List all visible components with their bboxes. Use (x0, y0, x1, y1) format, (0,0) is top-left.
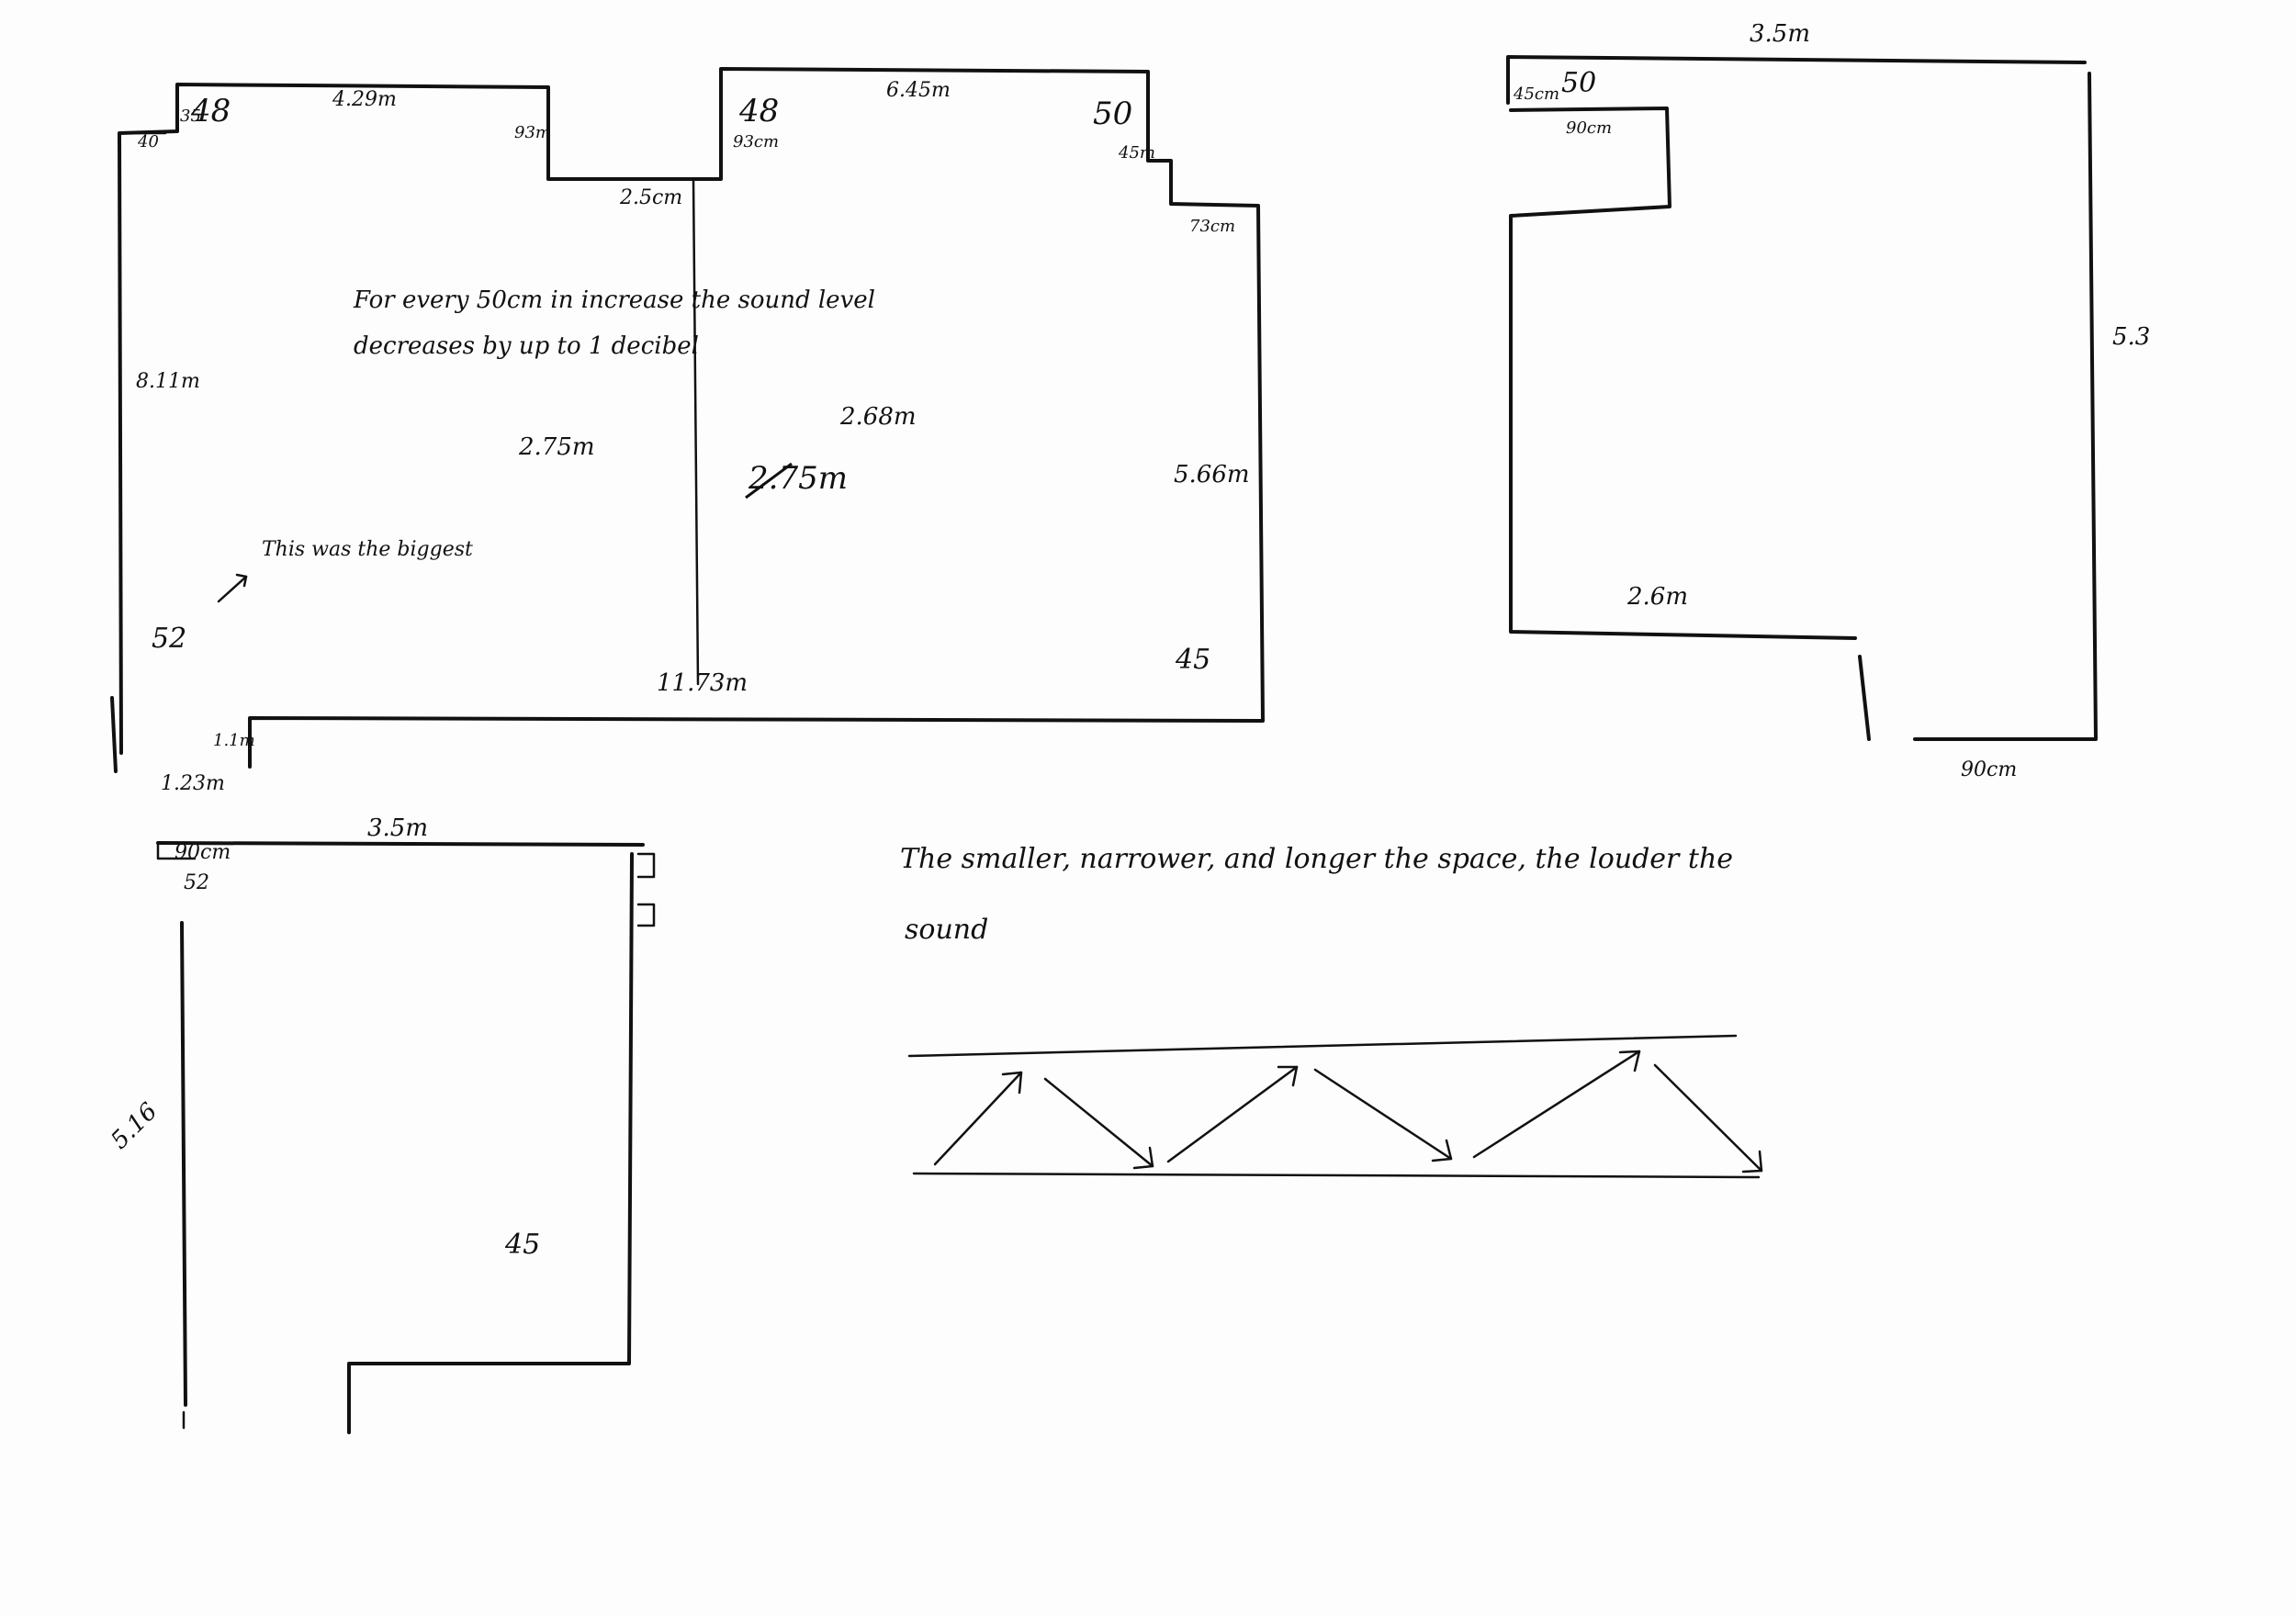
room2-door-width: 90cm (1961, 758, 2017, 781)
room3-corner-notch (156, 841, 197, 860)
reflection-top-surface (907, 1034, 1738, 1058)
room1-right-height: 5.66m (1174, 461, 1250, 488)
room2-right-height: 5.3 (2112, 323, 2150, 351)
room1-right-bottom-num: 45 (1175, 644, 1210, 676)
observation-line2: sound (905, 914, 988, 946)
room1-note-line1: For every 50cm in increase the sound lev… (353, 286, 875, 314)
room1-mid-width-c: 2.75m (748, 460, 848, 497)
reflection-diagram (907, 1034, 1763, 1179)
room2-door-jamb (1858, 655, 1871, 741)
room3-wall-right (347, 852, 634, 1434)
room1-biggest-note: This was the biggest (262, 538, 473, 561)
room1-wall-step (110, 696, 118, 773)
room1-top-left-num: 48 (190, 93, 231, 129)
room1-top-width: 4.29m (332, 88, 397, 111)
room2-bottom-width: 2.6m (1626, 583, 1688, 611)
room3-window-1 (636, 852, 656, 879)
room1-mid-top-num: 48 (738, 93, 779, 129)
room1-note-line2: decreases by up to 1 decibel (354, 332, 699, 360)
room1-top-left-small: 40 (137, 132, 159, 152)
sound-ray-3 (1166, 1065, 1299, 1163)
room3-corner-num: 52 (184, 871, 209, 894)
room2-outline (1506, 55, 2098, 741)
room3-wall-left (180, 921, 187, 1407)
room3-window-2 (636, 903, 656, 927)
room1-mid-top-small: 93cm (733, 132, 779, 152)
reflection-bottom-surface (912, 1172, 1761, 1179)
room3-top-width: 3.5m (367, 814, 428, 842)
sound-ray-5 (1472, 1050, 1641, 1159)
room1-notch-depth: 93m (514, 123, 551, 142)
room1-left-height: 8.11m (136, 370, 200, 393)
room2-wall-top (1506, 55, 2087, 105)
room1-top-right-width: 6.45m (886, 79, 951, 102)
room1-mid-width-a: 2.75m (518, 433, 595, 461)
room2-inner-width: 90cm (1566, 118, 1612, 138)
room1-right-notch: 73cm (1189, 217, 1235, 236)
room3-wall-top (156, 841, 645, 847)
room2-corner-num: 50 (1561, 67, 1596, 99)
room1-outline (110, 67, 1265, 773)
room1-top-left-tiny: 35 (180, 107, 201, 126)
room1-step-width: 1.23m (161, 772, 225, 795)
room3-left-height: 5.16 (106, 1097, 163, 1154)
room1-mid-width-b: 2.68m (839, 403, 917, 431)
room1-wall-main (118, 67, 1265, 769)
observation-line1: The smaller, narrower, and longer the sp… (900, 843, 1733, 875)
room1-notch-width: 2.5cm (619, 186, 682, 209)
room1-top-right-num: 50 (1093, 95, 1132, 132)
room1-bottom-width: 11.73m (657, 669, 748, 697)
room1-arrow (217, 573, 248, 603)
room1-top-right-small: 45m (1118, 143, 1155, 163)
room1-step-height: 1.1m (213, 731, 255, 750)
room3-corner-small: 90cm (174, 841, 231, 864)
room1-strikethrough (745, 462, 793, 500)
room3-outline (156, 841, 656, 1434)
room3-bottom-num: 45 (504, 1229, 540, 1261)
sound-ray-2 (1043, 1077, 1154, 1170)
room2-wall-right (1913, 72, 2098, 741)
room2-wall-left (1509, 107, 1857, 640)
room2-corner-small: 45cm (1513, 84, 1559, 104)
room2-top-width: 3.5m (1750, 20, 1810, 48)
room1-left-bottom-num: 52 (152, 623, 186, 655)
room1-divider (692, 177, 700, 686)
sound-ray-1 (933, 1071, 1023, 1166)
sound-ray-6 (1653, 1063, 1763, 1173)
sound-ray-4 (1313, 1068, 1453, 1162)
